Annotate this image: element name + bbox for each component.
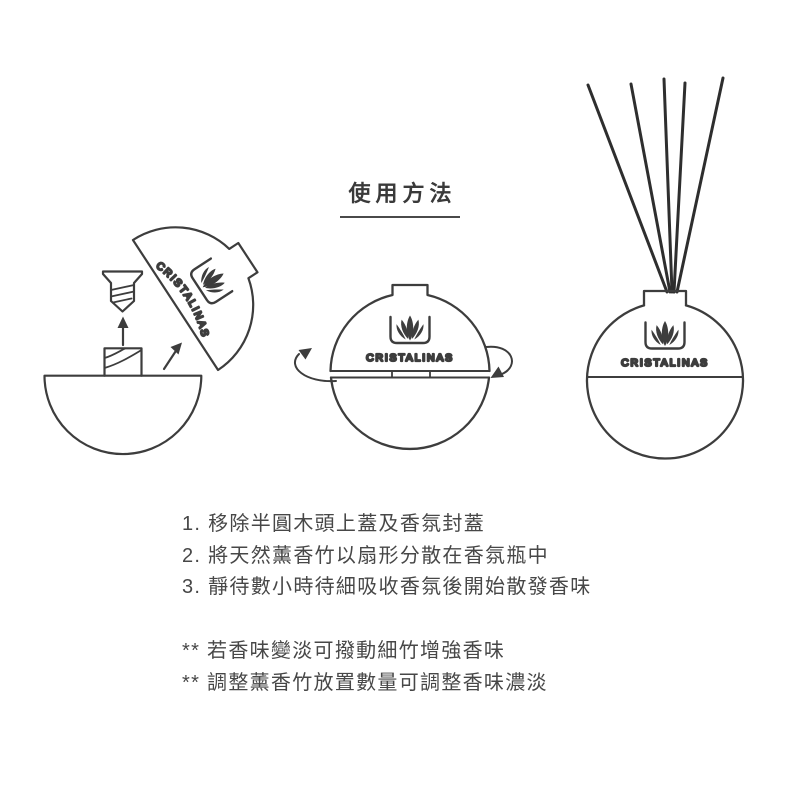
step-line-1: 1. 移除半圓木頭上蓋及香氛封蓋: [182, 513, 486, 535]
cap-removal-diagram: CRISTALINAS: [43, 226, 259, 456]
brand-text: CRISTALINAS: [366, 352, 454, 364]
rotate-cw-arrow-icon: [485, 345, 513, 378]
bottle-top-half: [329, 283, 491, 373]
bottle-bottom-half: [43, 374, 203, 456]
rotate-ccw-arrow-icon: [293, 348, 337, 383]
reed-placement-diagram: CRISTALINAS: [585, 76, 745, 460]
page-title-text: 使用方法: [340, 176, 460, 218]
wooden-dome-lid: CRISTALINAS: [131, 226, 259, 372]
diffuser-bottle: [585, 289, 745, 460]
bottle-neck-thread: [103, 347, 143, 377]
up-arrow-icon: [117, 316, 129, 347]
fragrance-seal-cap-icon: [101, 270, 144, 313]
bottle-bottom-half: [329, 376, 491, 451]
note-line-2: ** 調整薰香竹放置數量可調整香味濃淡: [182, 671, 548, 694]
diagonal-arrow-icon: [162, 342, 182, 371]
twist-open-diagram: CRISTALINAS: [293, 283, 513, 451]
lotus-logo-icon: [389, 315, 431, 345]
step-line-3: 3. 靜待數小時待細吸收香氛後開始散發香味: [182, 576, 592, 598]
diagram-canvas: CRISTALINAS: [43, 76, 745, 460]
reed-sticks: [586, 76, 725, 294]
instruction-notes: ** 若香味變淡可撥動細竹增強香味 ** 調整薰香竹放置數量可調整香味濃淡: [182, 636, 548, 699]
note-line-1: ** 若香味變淡可撥動細竹增強香味: [182, 640, 506, 662]
instruction-steps: 1. 移除半圓木頭上蓋及香氛封蓋 2. 將天然薰香竹以扇形分散在香氛瓶中 3. …: [182, 509, 592, 604]
seam-neck-ticks: [391, 370, 431, 379]
brand-text: CRISTALINAS: [621, 357, 709, 369]
step-line-2: 2. 將天然薰香竹以扇形分散在香氛瓶中: [182, 544, 549, 567]
page-title: 使用方法: [0, 176, 800, 218]
